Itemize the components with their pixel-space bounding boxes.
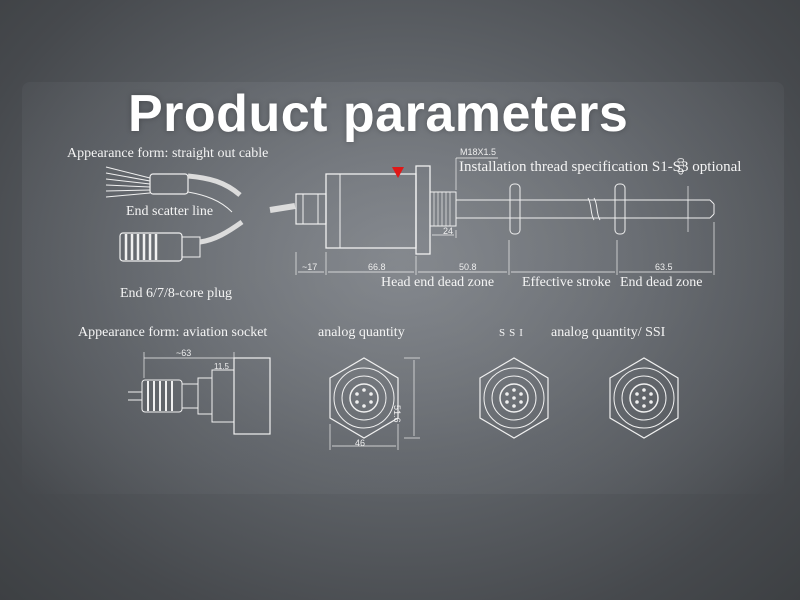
hex-view-analog-ssi [609,357,679,439]
label-appearance-cable: Appearance form: straight out cable [67,146,269,161]
label-end-scatter-line: End scatter line [126,204,214,219]
dim-63-5: 63.5 [655,262,673,272]
label-end-plug: End 6/7/8-core plug [120,286,232,301]
marker-triangle-icon [392,167,404,178]
hex-view-ssi [479,357,549,439]
label-head-dead-zone: Head end dead zone [381,275,495,290]
label-effective-stroke: Effective stroke [522,275,611,290]
dim-63: ~63 [176,348,192,358]
dim-46: 46 [355,438,366,448]
dim-17: ~17 [302,262,318,272]
label-analog-ssi: analog quantity/ SSI [551,325,666,340]
scatter-line-cable-drawing [105,166,242,213]
sensor-main-drawing [269,165,715,255]
label-analog-quantity: analog quantity [318,325,405,340]
label-end-dead-zone: End dead zone [620,275,703,290]
dim-50-8: 50.8 [459,262,477,272]
aviation-socket-drawing [128,352,271,435]
hex-view-analog [329,357,420,450]
label-ssi: SSI [499,327,527,339]
dimension-lines [295,157,715,275]
dim-24: 24 [443,226,454,236]
dim-11-5: 11.5 [214,362,229,371]
plug-connector-drawing [119,219,244,262]
label-appearance-socket: Appearance form: aviation socket [78,325,268,340]
page-title: Product parameters [128,85,629,143]
label-thread-spec: Installation thread specification S1-S3 … [459,159,742,175]
dim-66-8: 66.8 [368,262,386,272]
dim-m18: M18X1.5 [460,147,497,157]
